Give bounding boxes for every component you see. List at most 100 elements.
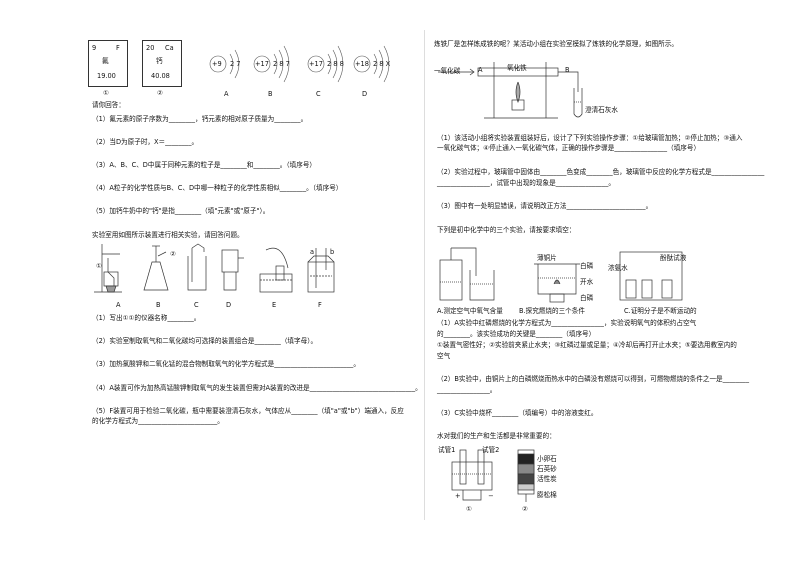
lab-intro: 实验室用如图所示装置进行相关实验，请回答问题。 [92, 231, 244, 239]
experiment-question-1c: ①装置气密性好；②实验前夹紧止水夹；③红磷过量或足量；④冷却后再打开止水夹；⑤要… [437, 341, 737, 349]
fe2o3-label: 氧化铁 [507, 64, 527, 72]
element-name: 氟 [102, 57, 109, 65]
experiment-question-1b: 的________。该实验成功的关键是________（填序号） [437, 330, 596, 338]
atomic-number: 20 [146, 44, 155, 52]
iron-intro: 炼铁厂是怎样炼成铁的呢？某活动小组在实验室模拟了炼铁的化学原理，如图所示。 [434, 40, 678, 48]
experiment-b-diagram [534, 263, 580, 303]
apparatus-circled: ① [96, 262, 102, 270]
hot-water-label: 开水 [580, 278, 594, 286]
lab-apparatus-figure [94, 243, 335, 293]
experiment-question-1: （1）A实验中红磷燃烧的化学方程式为________________，实验说明氧… [437, 319, 697, 327]
atom-letter: B [268, 90, 273, 98]
card-index: ① [103, 89, 109, 97]
pebble-label: 小卵石 [537, 455, 557, 463]
apparatus-d-diagram [221, 249, 244, 291]
furnace-mark: B [565, 66, 570, 74]
atomic-mass: 19.00 [97, 72, 116, 80]
apparatus-f-diagram [307, 248, 335, 293]
atom-d-diagram [353, 45, 390, 83]
furnace-mark: A [478, 66, 483, 74]
white-phosphorus-2-label: 白磷 [580, 294, 594, 302]
apparatus-label: B [156, 301, 161, 309]
apparatus-c-diagram [187, 243, 207, 291]
column-divider [424, 30, 425, 520]
experiment-c-diagram [619, 251, 683, 301]
phenolphthalein-label: 酚酞试液 [660, 254, 687, 262]
atom-b-diagram [253, 45, 290, 83]
experiment-question-3: （3）C实验中烧杯________（填编号）中的溶液变红。 [437, 409, 598, 417]
lab-question-3: （3）加热氯酸钾和二氧化锰的混合物制取氧气的化学方程式是____________… [92, 360, 360, 368]
atomic-number: 9 [92, 44, 97, 52]
limewater-label: 澄清石灰水 [585, 106, 618, 114]
answer-prompt: 请你回答： [92, 101, 125, 109]
lab-question-4: （4）A装置可作为加热高锰酸钾制取氧气的发生装置但需对A装置的改进是______… [92, 384, 422, 392]
atom-letter: D [362, 90, 368, 98]
three-experiments-figure [439, 247, 683, 303]
element-symbol: Ca [165, 44, 174, 52]
experiment-question-2b: ________________。 [437, 386, 497, 394]
iron-question-1b: 一氧化碳气体；④停止通入一氧化碳气体，正确的操作步骤是_____________… [437, 144, 701, 152]
experiment-caption-c: C.证明分子是不断运动的 [624, 307, 697, 315]
water-filter-diagram [517, 449, 535, 502]
apparatus-circled: ② [170, 250, 176, 258]
iron-question-2a: （2）实验过程中，玻璃管中固体由________色变成________色，玻璃管… [437, 168, 765, 176]
experiment-question-1d: 空气 [437, 352, 451, 360]
port-label-b: b [330, 248, 335, 256]
lab-question-1: （1）写出①①的仪器名称________。 [92, 314, 201, 322]
atom-c-diagram [307, 45, 344, 83]
apparatus-label: D [226, 301, 232, 309]
atom-nucleus: +9 [212, 60, 222, 68]
atom-nucleus: +17 [309, 60, 323, 68]
copper-sheet-label: 薄铜片 [537, 254, 557, 262]
iron-question-3: （3）图中有一处明显错误，请说明改正方法____________________… [437, 202, 653, 210]
atom-shells: 2 8 7 [273, 60, 290, 68]
cotton-label: 膨松棉 [537, 491, 557, 499]
lab-question-2: （2）实验室制取氧气和二氧化碳均可选择的装置组合是________（填字母）。 [92, 337, 318, 345]
three-experiments-intro: 下列是初中化学中的三个实验，请按要求填空： [437, 226, 576, 234]
port-label-a: a [310, 248, 315, 256]
experiment-caption-b: B.探究燃烧的三个条件 [519, 307, 585, 315]
water-mark: ① [466, 505, 472, 513]
question-3: （3）A、B、C、D中属于同种元素的粒子是________和________。（… [92, 161, 317, 169]
apparatus-b-diagram [143, 245, 169, 291]
apparatus-label: C [194, 301, 199, 309]
apparatus-e-diagram [259, 247, 293, 293]
water-intro: 水对我们的生产和生活都是非常重要的： [437, 432, 556, 440]
tube-2-label: 试管2 [482, 446, 500, 454]
atomic-mass: 40.08 [151, 72, 170, 80]
iron-smelting-apparatus [438, 62, 583, 119]
apparatus-label: A [116, 301, 121, 309]
card-index: ② [157, 89, 163, 97]
atom-shells: 2 8 X [373, 60, 391, 68]
quartz-sand-label: 石英砂 [537, 465, 557, 473]
apparatus-label: E [272, 301, 277, 309]
atom-letter: A [224, 90, 229, 98]
tube-1-label: 试管1 [438, 446, 456, 454]
question-2: （2）当D为原子时，X＝________。 [92, 138, 199, 146]
atom-nucleus: +17 [255, 60, 269, 68]
element-symbol: F [116, 44, 120, 52]
element-card-fluorine: 9 F 氟 19.00 [88, 40, 128, 87]
water-mark: ② [522, 505, 528, 513]
experiment-question-2: （2）B实验中，由铜片上的白磷燃烧而热水中的白磷没有燃烧可以得到，可燃物燃烧的条… [437, 375, 750, 383]
question-1: （1）氟元素的原子序数为________，钙元素的相对原子质量为________… [92, 115, 308, 123]
water-figure [451, 449, 535, 502]
iron-question-2b: ________________，试管中出现的现象是______________… [437, 179, 616, 187]
lab-question-5b: 的化学方程式为________________________。 [92, 417, 224, 425]
activated-carbon-label: 活性炭 [537, 475, 557, 483]
atom-shells: 2 8 8 [327, 60, 344, 68]
question-5: （5）加钙牛奶中的"钙"是指________（填"元素"或"原子"）。 [92, 207, 270, 215]
element-card-calcium: 20 Ca 钙 40.08 [142, 40, 182, 87]
lab-question-5a: （5）F装置可用于检验二氧化碳，瓶中需要装澄清石灰水，气体应从________（… [92, 407, 404, 415]
atom-a-diagram [209, 49, 240, 79]
white-phosphorus-label: 白磷 [580, 262, 594, 270]
ammonia-label: 浓氨水 [608, 264, 628, 272]
experiment-a-diagram [439, 247, 495, 301]
atom-letter: C [316, 90, 321, 98]
apparatus-label: F [318, 301, 322, 309]
electrolysis-diagram [451, 449, 493, 501]
iron-question-1a: （1）该活动小组将实验装置组装好后，设计了下列实验操作步骤：①给玻璃管加热；②停… [437, 134, 743, 142]
atom-shells: 2 7 [230, 60, 241, 68]
element-name: 钙 [156, 57, 163, 65]
